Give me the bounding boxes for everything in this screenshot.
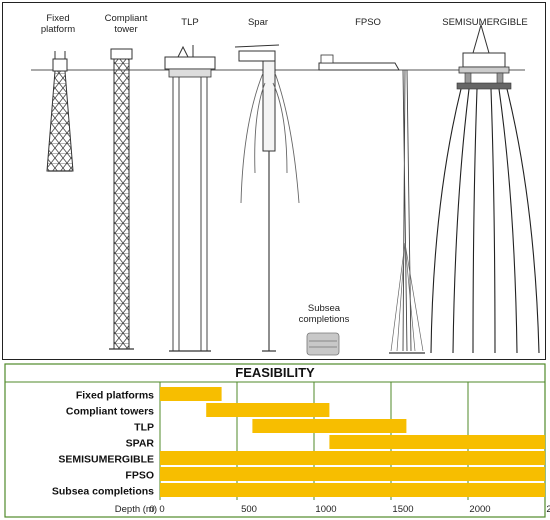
tick-label: 1500: [392, 504, 413, 515]
bar-spar: [329, 435, 545, 449]
label-fixed-platform: Fixed platform: [40, 13, 76, 35]
tick-label: 0: [159, 504, 164, 515]
bar-subsea-completions: [160, 483, 545, 497]
tlp-illustration: [164, 45, 216, 352]
subsea-completions-illustration: [306, 332, 340, 356]
bar-tlp: [252, 419, 407, 433]
platform-diagram: Fixed platform Compliant tower TLP Spar …: [2, 2, 546, 360]
bar-semisumergible: [160, 451, 545, 465]
label-semisubmersible: SEMISUMERGIBLE: [442, 17, 528, 28]
x-axis-label: Depth (m): [115, 504, 157, 515]
fpso-illustration: [318, 54, 425, 354]
category-label: SPAR: [126, 438, 155, 450]
chart-title: FEASIBILITY: [235, 365, 315, 380]
tick-label: 2000: [469, 504, 490, 515]
category-label: FPSO: [125, 470, 154, 482]
category-label: Fixed platforms: [76, 390, 154, 402]
spar-illustration: [234, 44, 300, 352]
bar-compliant-towers: [206, 403, 330, 417]
tick-label: 500: [241, 504, 257, 515]
bar-fixed-platforms: [160, 387, 222, 401]
semisubmersible-illustration: [430, 23, 540, 354]
tick-label: 1000: [315, 504, 336, 515]
label-subsea-completions: Subsea completions: [298, 303, 350, 325]
tick-label: 2500: [546, 504, 550, 515]
platform-illustrations: [31, 23, 540, 356]
label-compliant-tower: Compliant tower: [104, 13, 148, 35]
category-label: SEMISUMERGIBLE: [58, 454, 154, 466]
compliant-tower-illustration: [109, 48, 134, 350]
category-label: Subsea completions: [52, 486, 154, 498]
label-tlp: TLP: [181, 17, 199, 28]
label-spar: Spar: [247, 17, 269, 28]
bar-fpso: [160, 467, 545, 481]
category-label: TLP: [134, 422, 154, 434]
label-fpso: FPSO: [355, 17, 381, 28]
fixed-platform-illustration: [46, 51, 74, 172]
tick-label: 0: [149, 504, 154, 515]
category-label: Compliant towers: [66, 406, 154, 418]
